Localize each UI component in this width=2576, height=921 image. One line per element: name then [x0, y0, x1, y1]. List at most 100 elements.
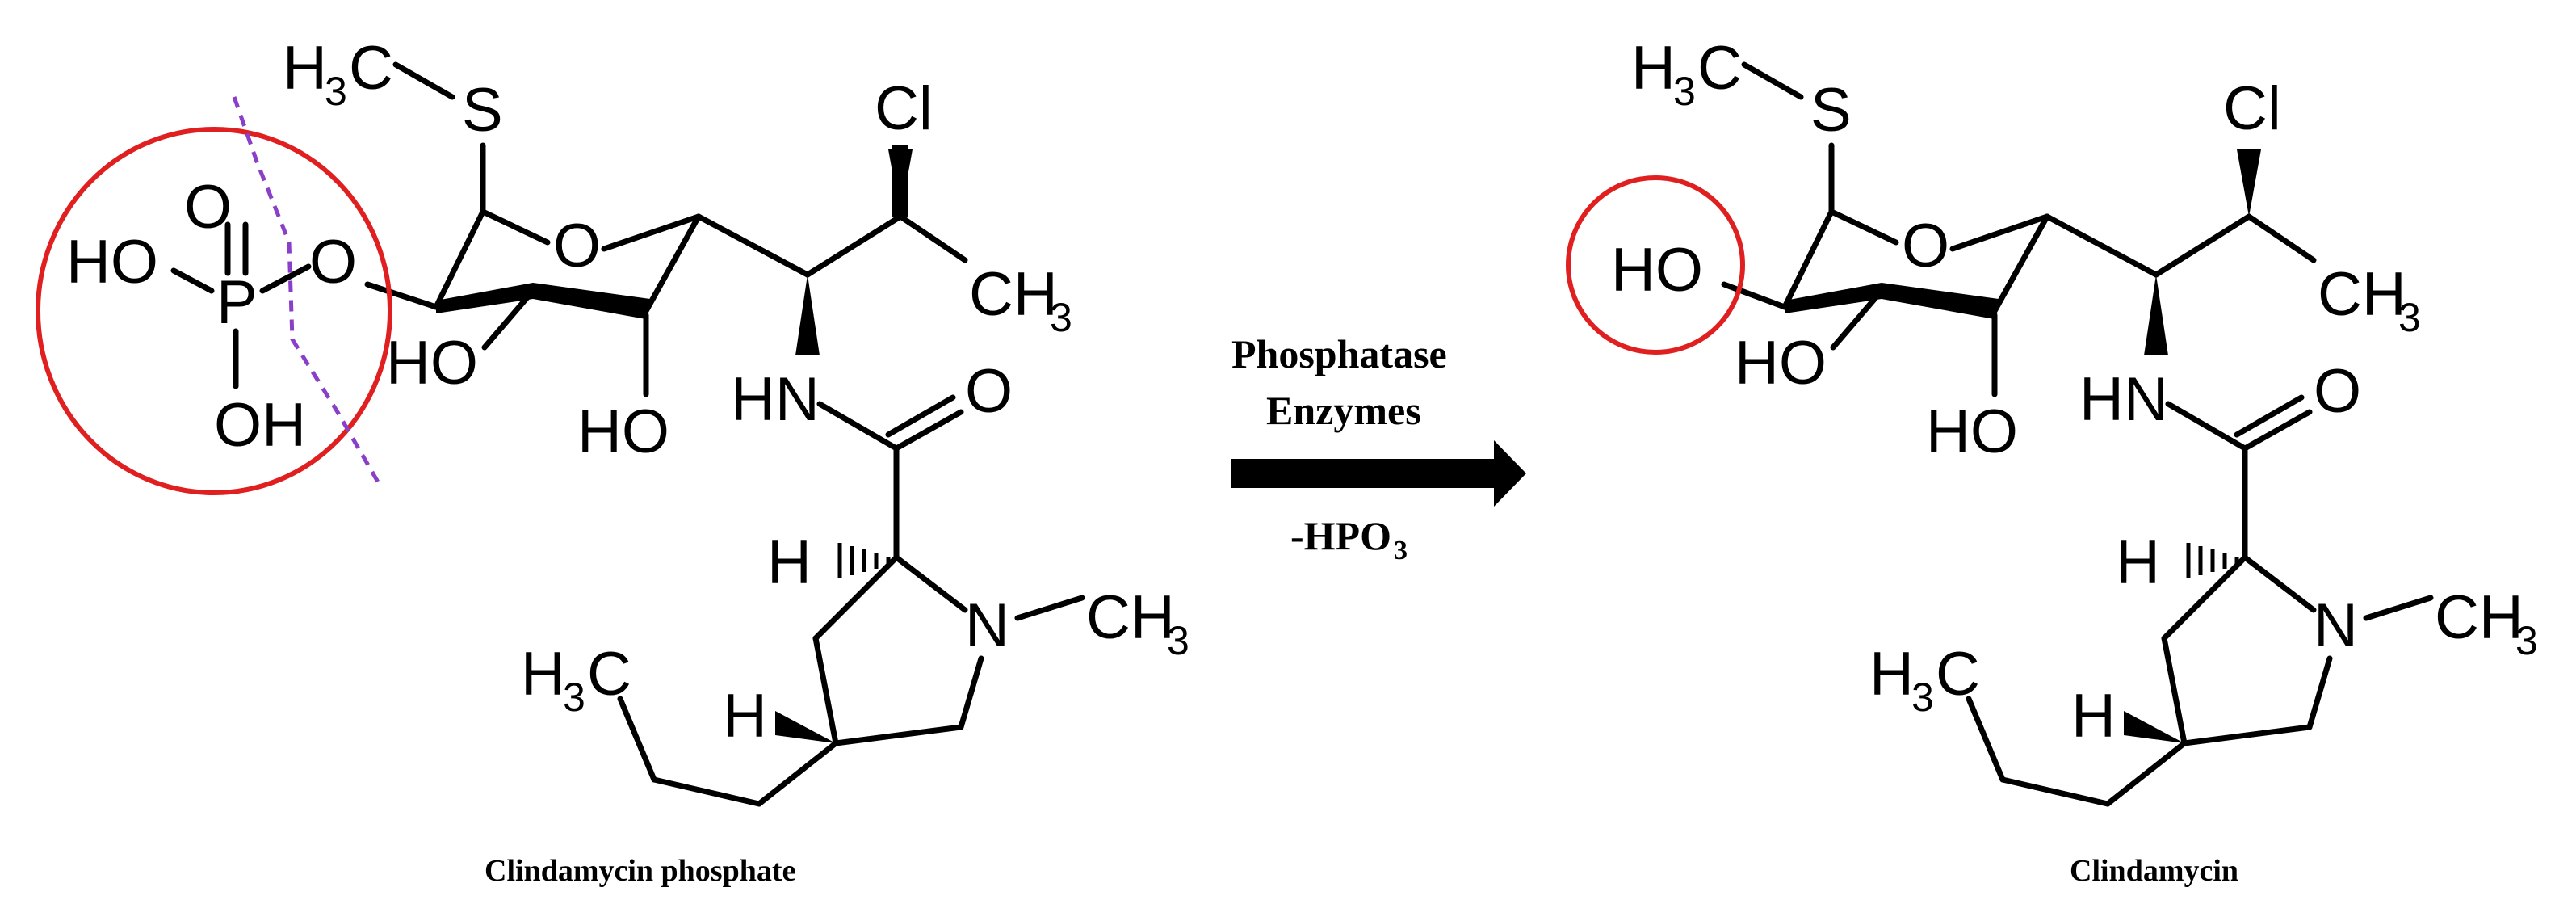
phosphorus-atom: P [216, 268, 258, 337]
p-propyl-c: C [1936, 640, 1980, 709]
condition-line-3-subscript: 3 [1394, 536, 1408, 566]
bond-propyl-2 [651, 776, 762, 807]
bond-c6-c7 [804, 213, 904, 278]
p-amide-oxygen: O [2314, 357, 2361, 426]
phosphate-oh: OH [214, 391, 306, 460]
bond-n-co [816, 401, 900, 452]
wedge-c2-c3 [436, 283, 533, 313]
p-n-methyl-subscript: 3 [2515, 618, 2538, 663]
n-methyl-subscript: 3 [1167, 618, 1189, 663]
s-methyl-c: C [349, 34, 393, 103]
p-bond-c1-c2 [1781, 208, 1835, 310]
p-sulfur-atom: S [1810, 76, 1852, 145]
p-bond-c-o-2 [2234, 394, 2305, 438]
bond-c3p-c4p [812, 635, 839, 746]
cleavage-line [232, 96, 382, 486]
p-bond-c3-oh [1830, 288, 1885, 351]
bridge-oxygen: O [309, 228, 357, 296]
p-bond-propyl-3 [1966, 696, 2006, 783]
ring-ho-2: HO [577, 397, 669, 466]
p-bond-n-ch3 [2363, 595, 2434, 621]
p-s-methyl-subscript: 3 [1673, 69, 1696, 114]
bond-c1-o [480, 208, 551, 246]
amide-oxygen: O [965, 357, 1013, 426]
wedge-c3-c4 [533, 283, 650, 319]
bond-o-p [259, 263, 312, 294]
propyl-subscript: 3 [563, 675, 585, 720]
bond-propyl-3 [617, 696, 657, 783]
reactant-caption: Clindamycin phosphate [485, 854, 795, 888]
bond-c7-ch3 [897, 213, 968, 263]
reaction-arrow-group: Phosphatase Enzymes -HPO 3 [1231, 331, 1526, 566]
stereo-h-1: H [767, 528, 812, 597]
p-methyl-ch: CH [2318, 260, 2406, 329]
p-wedge-cl [2237, 149, 2261, 217]
sulfur-atom: S [462, 76, 503, 145]
p-wedge-c3-c4 [1882, 283, 1999, 319]
stereo-h-2: H [723, 682, 767, 751]
s-methyl-h: H [283, 34, 327, 103]
p-bond-propyl-2 [1999, 776, 2111, 807]
bond-p-oh-1 [170, 267, 215, 294]
amide-nh: HN [731, 365, 820, 434]
p-ring-ho-2: HO [1926, 397, 2018, 466]
bond-c2p-n [893, 554, 968, 613]
bond-propyl-1 [756, 740, 839, 807]
methyl-ch: CH [969, 260, 1058, 329]
reactant-structure: H 3 C S O HO HO O P O HO OH [36, 34, 1189, 888]
reaction-arrow-shaft [1231, 459, 1498, 488]
phosphate-ho: HO [66, 228, 158, 296]
p-bond-c2p-n [2242, 554, 2317, 613]
bond-c2p-c3p [812, 554, 900, 641]
p-bond-c2p-c3p [2161, 554, 2248, 641]
p-stereo-h-1: H [2116, 528, 2160, 597]
p-wedge-c6-nh [2144, 275, 2168, 355]
wedge-h2 [775, 711, 836, 743]
p-methyl-subscript: 3 [2398, 295, 2421, 340]
s-methyl-subscript: 3 [325, 69, 347, 114]
phosphate-oxo: O [184, 173, 232, 242]
p-bond-c5p-n [2306, 655, 2333, 730]
pyrrolidine-n: N [965, 591, 1009, 660]
p-bond-c4p-c5p [2181, 724, 2313, 746]
p-bond-c2-oh [1721, 281, 1788, 310]
propyl-h: H [521, 640, 565, 709]
p-ring-oxygen: O [1902, 212, 1949, 280]
bond-ch3-s [392, 61, 455, 100]
bond-c-o-1 [893, 409, 964, 452]
hydroxyl-highlight-circle [1566, 175, 1745, 355]
p-bond-n-co [2165, 401, 2248, 452]
product-caption: Clindamycin [2070, 854, 2238, 888]
p-bond-c7-ch3 [2246, 213, 2317, 263]
p-amide-nh: HN [2079, 365, 2168, 434]
bond-c-o-2 [885, 394, 956, 438]
p-wedge-c2-c3 [1785, 283, 1882, 313]
p-n-methyl: CH [2435, 583, 2524, 652]
p-bond-c3p-c4p [2161, 635, 2188, 746]
p-bond-c4-c5 [1991, 213, 2050, 314]
p-wedge-h2 [2124, 711, 2184, 743]
reaction-arrow-head [1494, 440, 1526, 507]
bond-c4p-c5p [833, 724, 964, 746]
p-bond-propyl-1 [2104, 740, 2188, 807]
methyl-subscript: 3 [1050, 295, 1072, 340]
p-chlorine-atom: Cl [2223, 74, 2281, 143]
ring-oxygen: O [553, 212, 601, 280]
p-pyrrolidine-n: N [2314, 591, 2358, 660]
condition-line-2: Enzymes [1266, 388, 1421, 433]
bond-c5p-n [958, 655, 984, 730]
chlorine-atom: Cl [875, 74, 933, 143]
p-bond-c5-c6 [2044, 213, 2159, 278]
p-hydroxyl: HO [1611, 236, 1703, 305]
p-ring-ho-1: HO [1735, 329, 1827, 397]
product-structure: H 3 C S O HO HO HO Cl CH 3 HN O [1566, 34, 2538, 888]
bond-c4-c5 [643, 213, 702, 314]
condition-line-3: -HPO [1290, 513, 1391, 558]
propyl-c: C [587, 640, 631, 709]
p-bond-c6-c7 [2153, 213, 2252, 278]
bond-n-ch3 [1014, 595, 1085, 621]
ring-ho-1: HO [386, 329, 478, 397]
wedge-cl [888, 149, 913, 217]
p-bond-ch3-s [1741, 61, 1804, 100]
